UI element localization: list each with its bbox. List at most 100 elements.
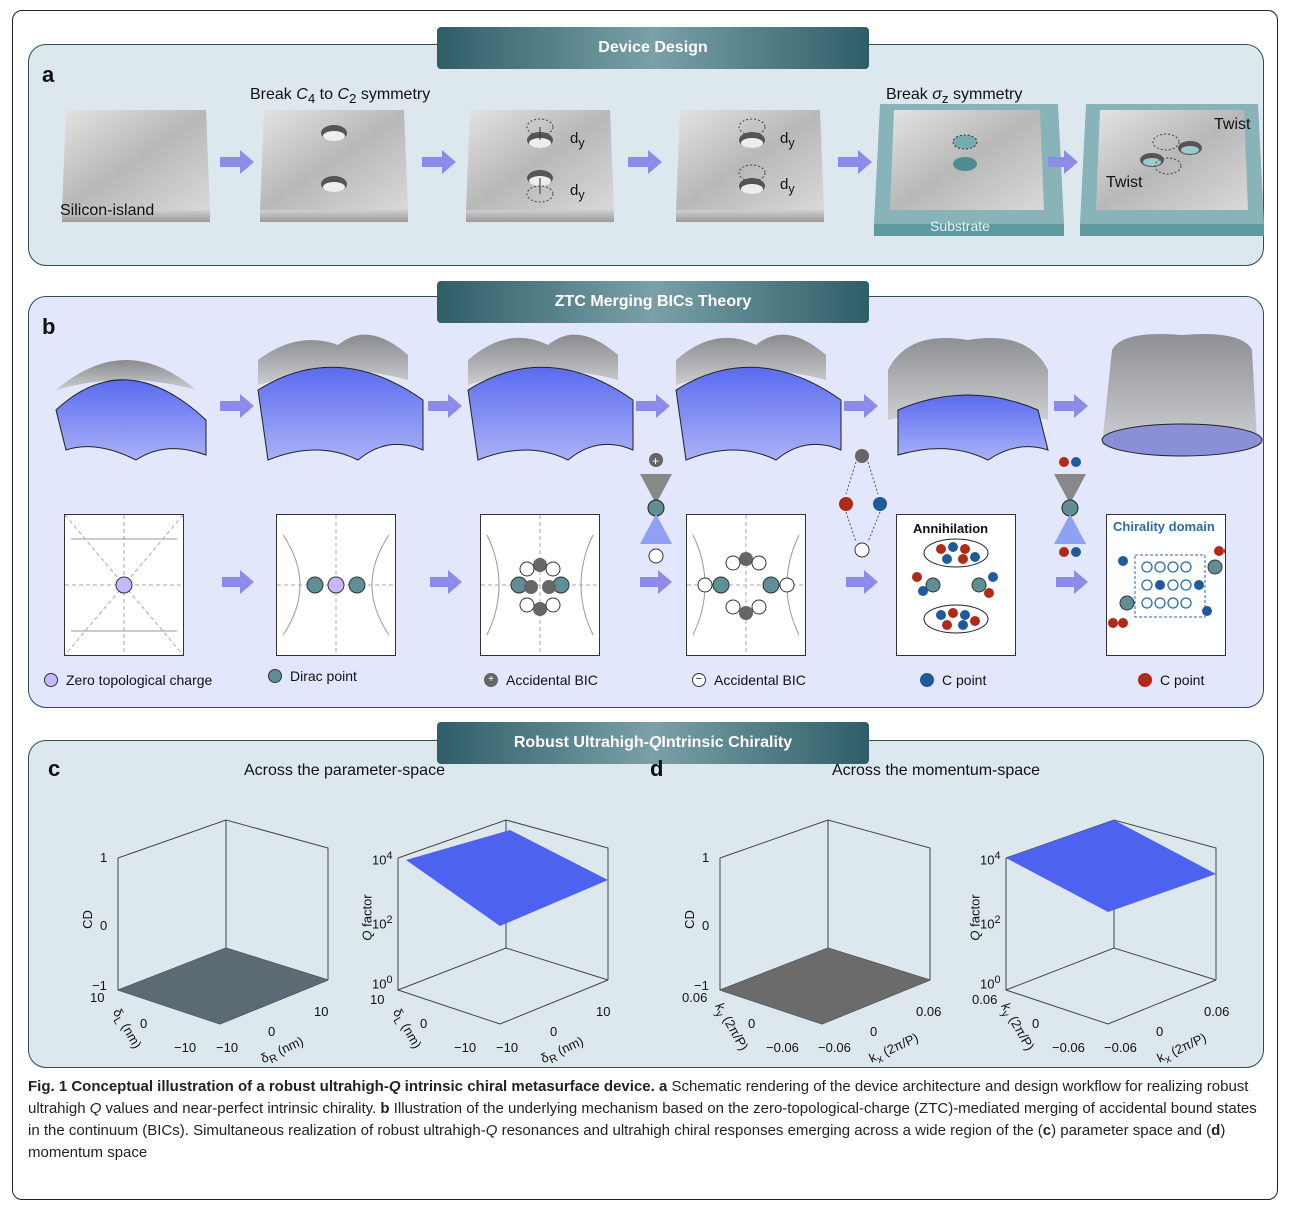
mom-tick-r2-2: 0.06 bbox=[1204, 1004, 1230, 1019]
param-tick-l1-2: 0 bbox=[420, 1016, 428, 1031]
mom-tick-l1-2: 0 bbox=[1032, 1016, 1040, 1031]
dy-label-3: dy bbox=[780, 130, 795, 150]
zero-charge-icon bbox=[44, 673, 58, 687]
minus-charge-icon: − bbox=[692, 673, 706, 687]
cube-cd-momentum bbox=[719, 819, 931, 1025]
panel-cd-drawing bbox=[117, 819, 1217, 1025]
c-point-split bbox=[839, 449, 887, 558]
q-tick-top-2: 104 bbox=[980, 850, 1001, 868]
param-tick-r0: −10 bbox=[216, 1040, 239, 1055]
legend-c-point-red: C point bbox=[1138, 672, 1204, 688]
mom-tick-l2-2: −0.06 bbox=[1052, 1040, 1085, 1055]
cd-tick-mid-1: 0 bbox=[100, 918, 108, 933]
chirality-domain-label: Chirality domain bbox=[1113, 519, 1215, 534]
cd-axis-label-1: CD bbox=[79, 910, 95, 929]
vector-box-1 bbox=[64, 514, 184, 656]
mom-tick-r2: 0.06 bbox=[916, 1004, 942, 1019]
panel-a-label: a bbox=[42, 62, 55, 87]
legend-zero-charge: Zero topological charge bbox=[44, 672, 212, 688]
slab-3 bbox=[466, 110, 614, 222]
vector-box-2 bbox=[276, 514, 396, 656]
slab-5 bbox=[874, 104, 1064, 236]
c-point-red-icon bbox=[1138, 673, 1152, 687]
c-point-blue-icon bbox=[920, 673, 934, 687]
svg-text:+: + bbox=[652, 454, 659, 468]
cd-tick-bot-1: −1 bbox=[92, 978, 107, 993]
mom-tick-r1: 0 bbox=[870, 1024, 878, 1039]
param-tick-r2-2: 10 bbox=[596, 1004, 611, 1019]
panel-cd-tab: Robust Ultrahigh-Q Intrinsic Chirality bbox=[437, 722, 869, 764]
vector-box-6: Chirality domain bbox=[1106, 514, 1234, 656]
mom-tick-r0-2: −0.06 bbox=[1104, 1040, 1137, 1055]
cd-tick-mid-2: 0 bbox=[702, 918, 710, 933]
panel-c-label: c bbox=[48, 756, 61, 781]
twist-label-1: Twist bbox=[1214, 116, 1251, 133]
cd-tick-bot-2: −1 bbox=[694, 978, 709, 993]
vector-box-3 bbox=[480, 514, 600, 656]
param-tick-r0-2: −10 bbox=[496, 1040, 519, 1055]
param-tick-l1: 0 bbox=[140, 1016, 148, 1031]
q-tick-bot-2: 100 bbox=[980, 974, 1001, 992]
panel-b-label: b bbox=[42, 314, 56, 339]
panel-a-arrows bbox=[220, 150, 1078, 174]
slab-6 bbox=[1080, 104, 1264, 236]
param-tick-l2: −10 bbox=[174, 1040, 197, 1055]
param-tick-r1-2: 0 bbox=[550, 1024, 558, 1039]
vector-box-4 bbox=[686, 514, 806, 656]
panel-a-tab: Device Design bbox=[437, 27, 869, 69]
q-tick-bot-1: 100 bbox=[372, 974, 393, 992]
cube-q-param bbox=[397, 819, 609, 1025]
cd-tick-top-2: 1 bbox=[702, 850, 710, 865]
param-tick-l2-2: −10 bbox=[454, 1040, 477, 1055]
twist-label-2: Twist bbox=[1106, 174, 1143, 191]
slab-1 bbox=[62, 110, 210, 222]
cube-cd-param bbox=[117, 819, 329, 1025]
q-tick-mid-1: 102 bbox=[372, 914, 393, 932]
band-surfaces bbox=[55, 334, 1263, 461]
mom-tick-l0-2: 0.06 bbox=[972, 992, 998, 1007]
break-c4-text: Break C4 to C2 symmetry bbox=[250, 86, 431, 107]
legend-dirac: Dirac point bbox=[268, 668, 357, 684]
vector-box-5: Annihilation bbox=[896, 514, 1016, 656]
dirac-point-icon bbox=[268, 669, 282, 683]
mom-tick-l2: −0.06 bbox=[766, 1040, 799, 1055]
cone-1: + bbox=[640, 453, 672, 564]
slab-2 bbox=[260, 110, 408, 222]
panel-d-label: d bbox=[650, 756, 664, 781]
mom-tick-l1: 0 bbox=[748, 1016, 756, 1031]
annihilation-label: Annihilation bbox=[913, 521, 989, 536]
param-tick-r2: 10 bbox=[314, 1004, 329, 1019]
legend-c-point-blue: C point bbox=[920, 672, 986, 688]
panel-b-box-arrows bbox=[222, 570, 1088, 594]
cd-tick-top-1: 1 bbox=[100, 850, 108, 865]
param-tick-l0-2: 10 bbox=[370, 992, 385, 1007]
panel-a-drawing bbox=[62, 104, 1264, 236]
slab-4 bbox=[676, 110, 824, 222]
panel-d-title: Across the momentum-space bbox=[832, 762, 1041, 779]
cone-2 bbox=[1054, 457, 1086, 557]
dy-label-2: dy bbox=[570, 182, 585, 202]
panel-b-surface-arrows bbox=[220, 394, 1088, 418]
q-tick-mid-2: 102 bbox=[980, 914, 1001, 932]
mom-tick-r1-2: 0 bbox=[1156, 1024, 1164, 1039]
figure-caption: Fig. 1 Conceptual illustration of a robu… bbox=[28, 1078, 1257, 1161]
legend-accidental-plus: +Accidental BIC bbox=[484, 672, 598, 688]
param-tick-l0: 10 bbox=[90, 990, 105, 1005]
break-sigma-text: Break σz symmetry bbox=[886, 86, 1023, 107]
cube-q-momentum bbox=[1005, 819, 1217, 1025]
substrate-label: Substrate bbox=[930, 218, 990, 234]
mom-tick-r0: −0.06 bbox=[818, 1040, 851, 1055]
panel-c-title: Across the parameter-space bbox=[244, 762, 445, 779]
cube-plots bbox=[117, 819, 1217, 1025]
legend-accidental-minus: −Accidental BIC bbox=[692, 672, 806, 688]
panel-b bbox=[28, 296, 1264, 708]
panel-b-drawing: + bbox=[55, 334, 1263, 594]
panel-b-tab: ZTC Merging BICs Theory bbox=[437, 281, 869, 323]
mom-tick-l0: 0.06 bbox=[682, 990, 708, 1005]
q-tick-top-1: 104 bbox=[372, 850, 393, 868]
cd-axis-label-2: CD bbox=[681, 910, 697, 929]
dy-label-4: dy bbox=[780, 176, 795, 196]
figure-frame bbox=[12, 10, 1278, 1200]
plus-charge-icon: + bbox=[484, 673, 498, 687]
silicon-island-label: Silicon-island bbox=[60, 202, 155, 219]
